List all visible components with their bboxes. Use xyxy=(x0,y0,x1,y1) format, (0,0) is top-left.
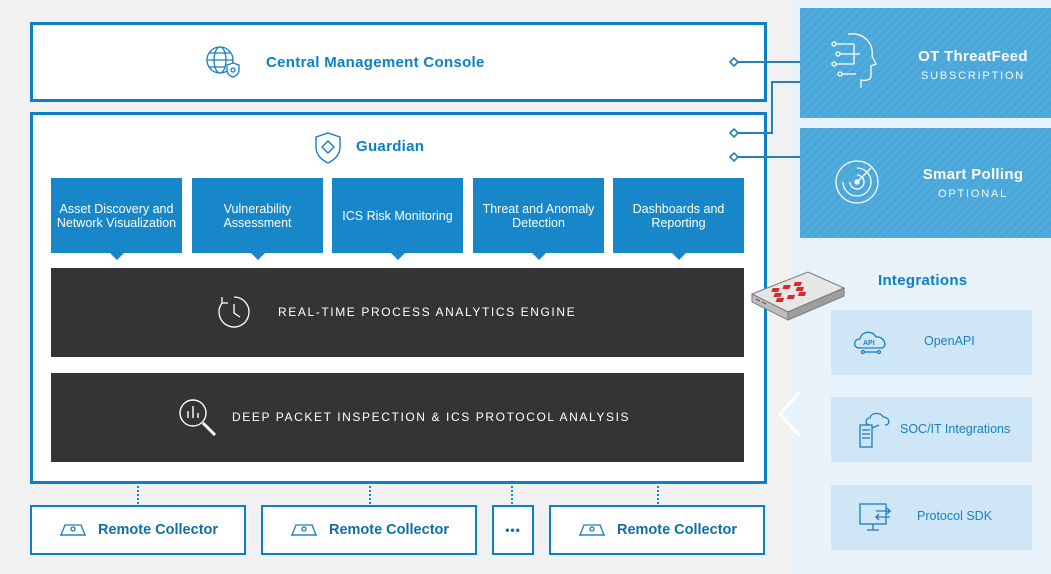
shield-diamond-icon xyxy=(313,131,343,170)
soc-it-label: SOC/IT Integrations xyxy=(900,422,1011,436)
collector-link-1 xyxy=(137,486,139,504)
openapi-label: OpenAPI xyxy=(924,334,975,348)
integration-openapi: API OpenAPI xyxy=(831,310,1032,375)
remote-collector-label: Remote Collector xyxy=(328,522,450,538)
svg-text:API: API xyxy=(863,340,875,347)
radar-icon xyxy=(833,158,881,211)
collector-device-icon xyxy=(289,519,319,542)
ot-threatfeed-panel: OT ThreatFeed SUBSCRIPTION xyxy=(800,8,1051,118)
monitor-arrows-icon xyxy=(858,502,894,539)
engine-dpi-label: DEEP PACKET INSPECTION & ICS PROTOCOL AN… xyxy=(232,410,631,424)
polling-subtitle: OPTIONAL xyxy=(937,188,1009,200)
console-title: Central Management Console xyxy=(266,54,485,71)
remote-collector-3: Remote Collector xyxy=(549,505,765,555)
collector-device-icon xyxy=(577,519,607,542)
feature-dashboards-reporting: Dashboards and Reporting xyxy=(613,178,744,260)
integrations-title: Integrations xyxy=(878,272,968,289)
engine-deep-packet-inspection: DEEP PACKET INSPECTION & ICS PROTOCOL AN… xyxy=(51,373,744,462)
cloud-server-icon xyxy=(857,411,893,454)
polling-title: Smart Polling xyxy=(922,166,1024,183)
globe-shield-icon xyxy=(203,43,241,86)
remote-collector-2: Remote Collector xyxy=(261,505,477,555)
collector-device-icon xyxy=(58,519,88,542)
remote-collector-ellipsis: ••• xyxy=(492,505,534,555)
feature-asset-discovery: Asset Discovery and Network Visualizatio… xyxy=(51,178,182,260)
guardian-title: Guardian xyxy=(356,138,425,155)
feature-ics-risk-monitoring: ICS Risk Monitoring xyxy=(332,178,463,260)
integration-protocol-sdk: Protocol SDK xyxy=(831,485,1032,550)
collector-link-2 xyxy=(369,486,371,504)
guardian-box: Guardian Asset Discovery and Network Vis… xyxy=(30,112,767,484)
feature-threat-anomaly-detection: Threat and Anomaly Detection xyxy=(473,178,604,260)
api-cloud-icon: API xyxy=(851,326,891,363)
collector-link-3 xyxy=(511,486,513,504)
integration-pointer xyxy=(777,392,800,436)
threatfeed-subtitle: SUBSCRIPTION xyxy=(920,70,1026,82)
integration-soc-it: SOC/IT Integrations xyxy=(831,397,1032,462)
remote-collector-label: Remote Collector xyxy=(616,522,738,538)
engine-realtime-label: REAL-TIME PROCESS ANALYTICS ENGINE xyxy=(278,305,577,319)
collector-link-4 xyxy=(657,486,659,504)
magnifier-chart-icon xyxy=(177,397,221,442)
clock-cycle-icon xyxy=(216,294,252,333)
ai-head-icon xyxy=(830,30,878,95)
feature-vulnerability-assessment: Vulnerability Assessment xyxy=(192,178,323,260)
central-management-console: Central Management Console xyxy=(30,22,767,102)
engine-realtime-analytics: REAL-TIME PROCESS ANALYTICS ENGINE xyxy=(51,268,744,357)
remote-collector-1: Remote Collector xyxy=(30,505,246,555)
protocol-sdk-label: Protocol SDK xyxy=(917,509,993,523)
remote-collector-label: Remote Collector xyxy=(97,522,219,538)
connector-lines xyxy=(728,56,800,163)
threatfeed-title: OT ThreatFeed xyxy=(918,48,1028,65)
ellipsis-text: ••• xyxy=(505,523,521,537)
smart-polling-panel: Smart Polling OPTIONAL xyxy=(800,128,1051,238)
appliance-device-icon xyxy=(750,271,846,321)
